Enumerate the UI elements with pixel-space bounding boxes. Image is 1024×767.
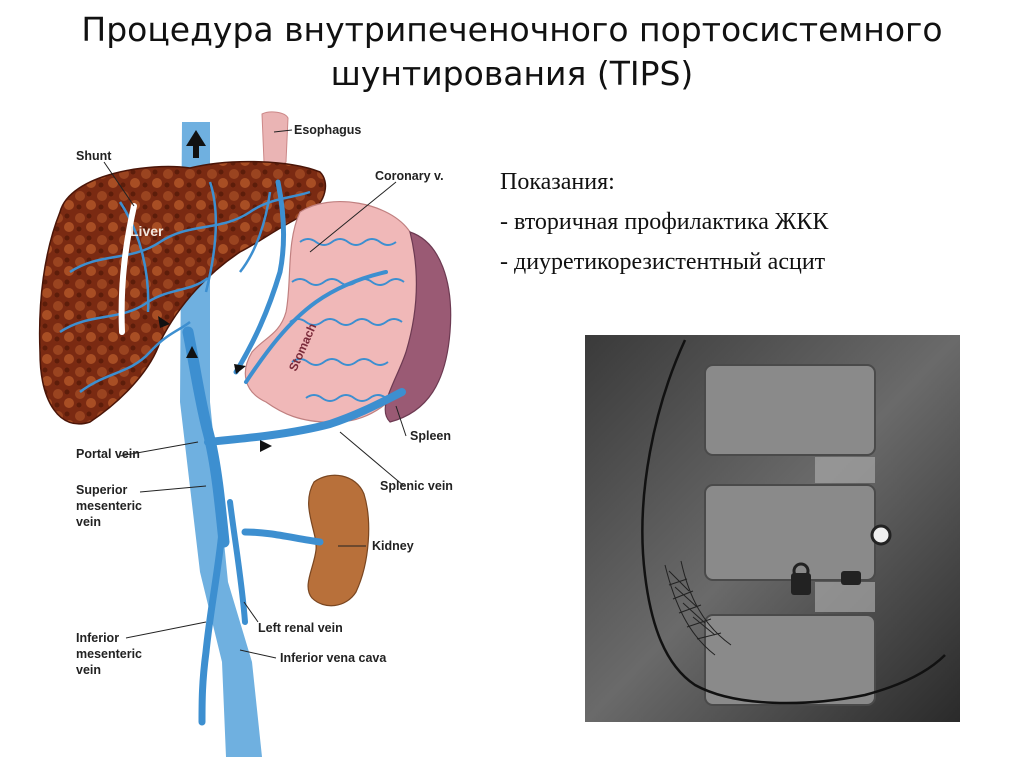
tips-anatomy-diagram: Shunt Esophagus Coronary v. Liver Stomac… (30, 102, 480, 762)
label-splenic-vein: Splenic vein (380, 479, 453, 493)
portal-venous-system (182, 179, 406, 726)
anatomy-illustration: Shunt Esophagus Coronary v. Liver Stomac… (38, 111, 453, 757)
label-spleen: Spleen (410, 429, 451, 443)
fluoroscopy-image (585, 335, 960, 722)
label-inferior-mesenteric-3: vein (76, 663, 101, 677)
slide-title: Процедура внутрипеченочного портосистемн… (0, 8, 1024, 96)
label-inferior-vena-cava: Inferior vena cava (280, 651, 387, 665)
catheter-wire (641, 339, 946, 705)
label-superior-mesenteric-3: vein (76, 515, 101, 529)
spleen (384, 231, 452, 423)
leader-lines (103, 129, 407, 659)
tips-shunt-stent (118, 203, 137, 335)
indication-item-2: - диуретикорезистентный асцит (500, 249, 826, 275)
slide-title-line-1: Процедура внутрипеченочного портосистемн… (81, 10, 943, 49)
flow-arrows (158, 316, 272, 452)
marker-clips (791, 562, 861, 595)
hepatic-veins (59, 181, 311, 393)
flow-arrow-icon (186, 130, 206, 158)
xray-illustration (585, 335, 960, 722)
label-superior-mesenteric-1: Superior (76, 483, 128, 497)
label-esophagus: Esophagus (294, 123, 361, 137)
indication-item-1: - вторичная профилактика ЖКК (500, 209, 829, 235)
label-liver: Liver (130, 223, 164, 239)
esophagus (261, 111, 289, 167)
label-left-renal-vein: Left renal vein (258, 621, 343, 635)
marker-ring-1 (870, 524, 892, 546)
indications-block: Показания: - вторичная профилактика ЖКК … (500, 162, 1000, 282)
label-inferior-mesenteric-1: Inferior (76, 631, 119, 645)
indications-heading: Показания: (500, 169, 615, 195)
label-inferior-mesenteric-2: mesenteric (76, 647, 142, 661)
gastric-veins (289, 238, 405, 402)
label-shunt: Shunt (76, 149, 112, 163)
slide-title-line-2: шунтирования (TIPS) (330, 54, 694, 93)
vertebrae (704, 364, 876, 706)
label-kidney: Kidney (372, 539, 414, 553)
label-coronary-vein: Coronary v. (375, 169, 444, 183)
liver (38, 160, 327, 425)
label-superior-mesenteric-2: mesenteric (76, 499, 142, 513)
stent-mesh (664, 560, 732, 656)
label-portal-vein: Portal vein (76, 447, 140, 461)
